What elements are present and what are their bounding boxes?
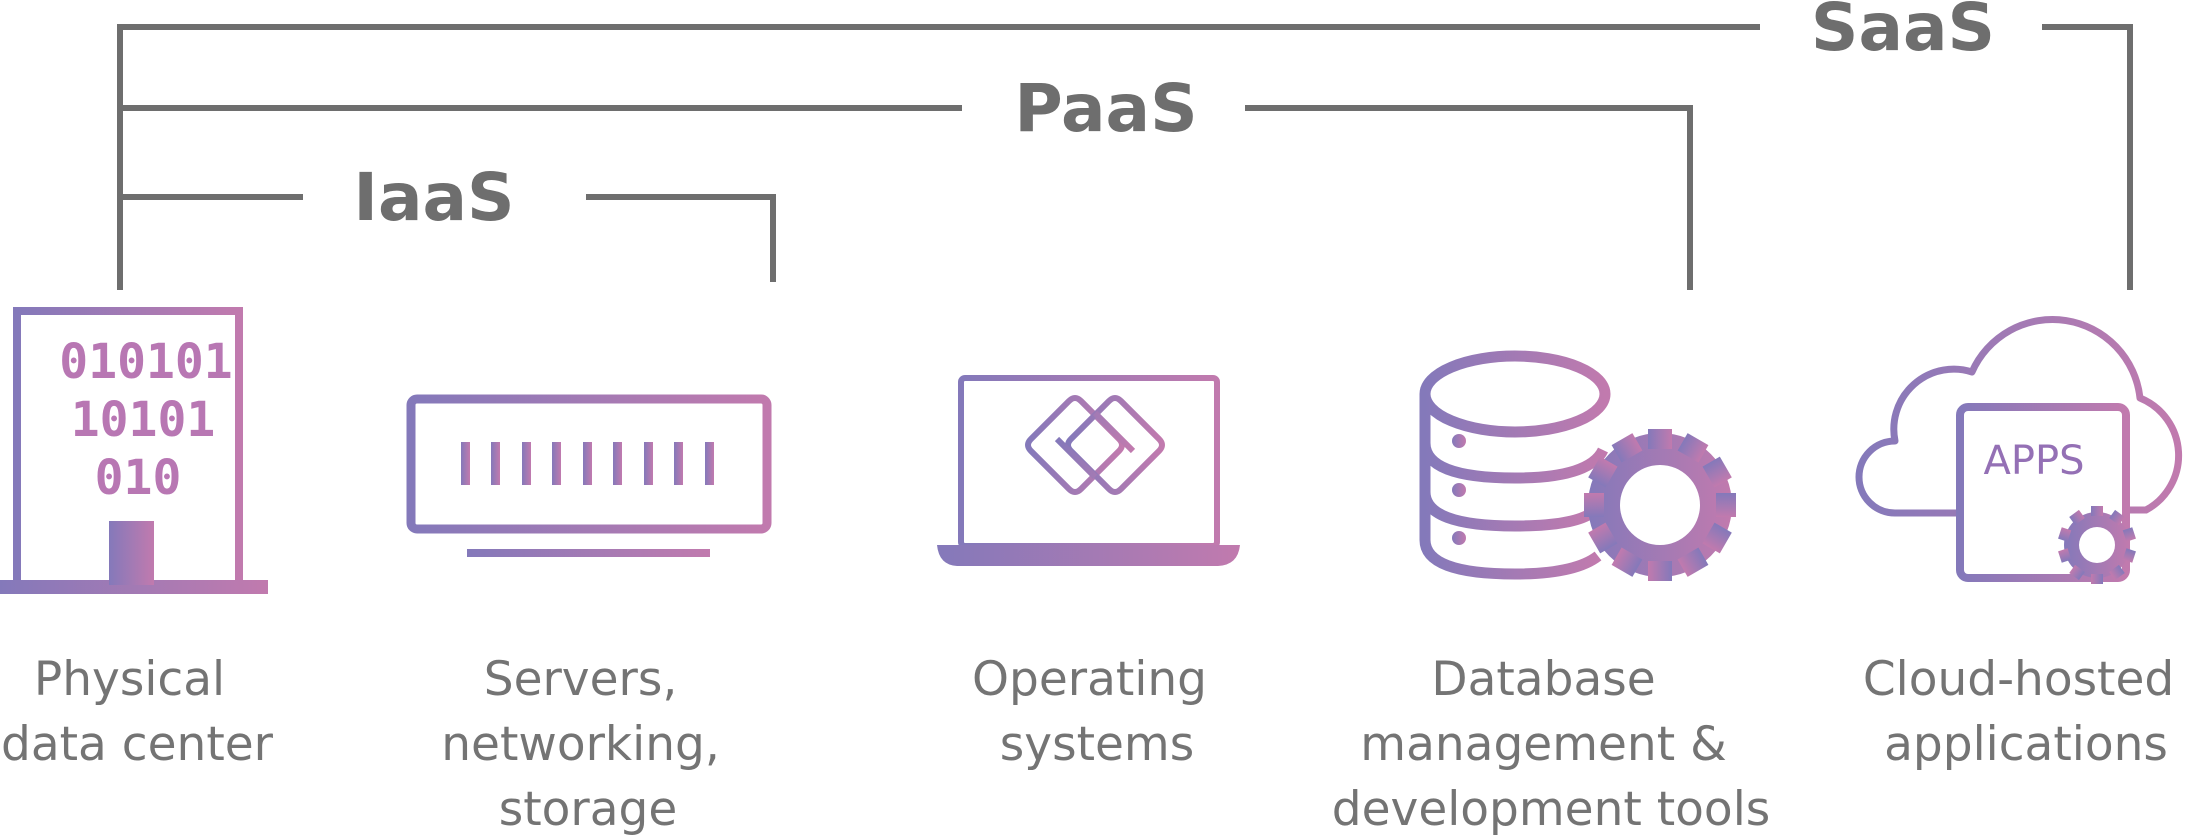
binary-line-2: 10101: [71, 392, 216, 448]
caption-line: Servers,: [484, 652, 678, 707]
caption-line: Operating: [972, 652, 1207, 707]
caption-operating-systems: Operating systems: [972, 652, 1222, 772]
caption-line: data center: [1, 717, 274, 772]
caption-line: management &: [1360, 717, 1726, 772]
caption-line: Database: [1431, 652, 1655, 707]
caption-line: storage: [499, 782, 678, 837]
caption-line: applications: [1884, 717, 2168, 772]
caption-cloud-hosted-applications: Cloud-hosted applications: [1863, 652, 2188, 772]
caption-line: systems: [1000, 717, 1194, 772]
caption-physical-data-center: Physical data center: [1, 652, 274, 772]
caption-line: development tools: [1332, 782, 1770, 837]
gear-icon: [1584, 429, 1736, 581]
saas-bracket: SaaS: [117, 0, 2133, 290]
iaas-label: IaaS: [353, 159, 514, 236]
caption-line: Physical: [34, 652, 225, 707]
saas-label: SaaS: [1811, 0, 1995, 66]
server-rack-icon: [406, 394, 772, 557]
small-gear-icon: [2058, 506, 2136, 584]
paas-label: PaaS: [1014, 70, 1197, 147]
caption-servers-networking-storage: Servers, networking, storage: [441, 652, 734, 837]
apps-label: APPS: [1984, 438, 2085, 484]
laptop-os-icon: [937, 375, 1240, 566]
cloud-apps-icon: APPS: [1855, 316, 2183, 584]
binary-line-1: 010101: [59, 334, 232, 390]
caption-line: Cloud-hosted: [1863, 652, 2174, 707]
binary-line-3: 010: [95, 450, 182, 506]
paas-bracket: PaaS: [120, 70, 1693, 290]
data-center-building-icon: 010101 10101 010: [0, 307, 268, 594]
database-gear-icon: [1419, 350, 1736, 581]
caption-line: networking,: [441, 717, 720, 772]
caption-database-development-tools: Database management & development tools: [1332, 652, 1770, 837]
iaas-bracket: IaaS: [120, 159, 776, 282]
